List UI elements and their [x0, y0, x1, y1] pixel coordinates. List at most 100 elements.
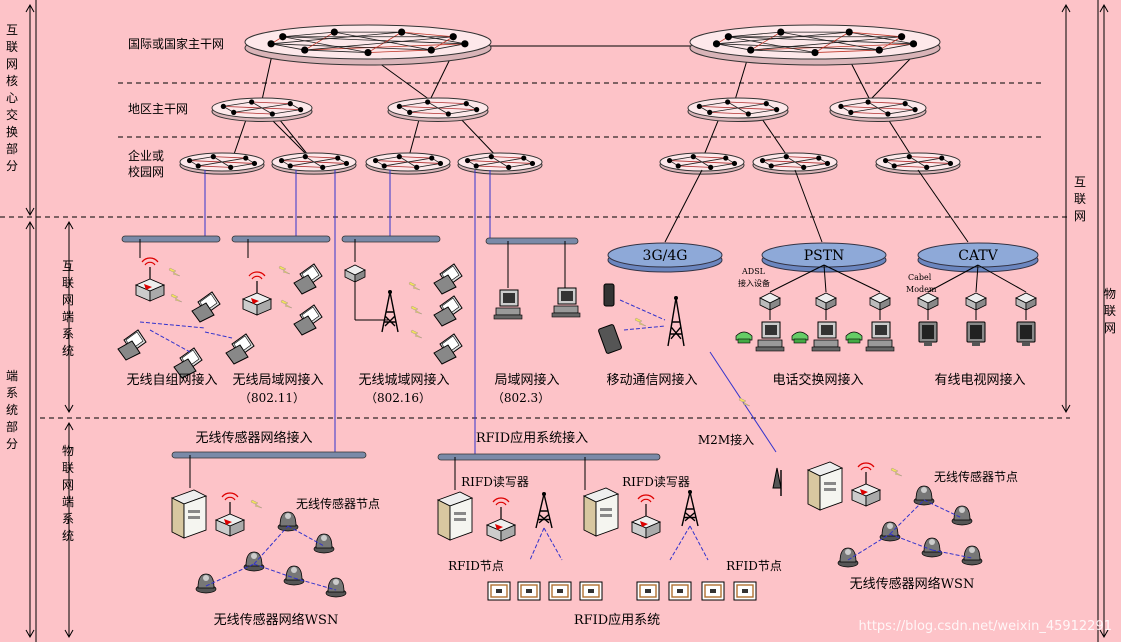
wireless-link — [889, 499, 925, 535]
wireless-link — [253, 525, 289, 565]
label-phone: 电话交换网接入 — [772, 372, 863, 388]
wireless-link — [149, 329, 191, 353]
rfid-tag-icon — [636, 581, 660, 601]
wireless-link — [847, 533, 891, 561]
label-sensor-node-right: 无线传感器节点 — [934, 469, 1018, 484]
telephone-icon — [845, 331, 863, 344]
label-modem-1: Cabel — [908, 273, 932, 282]
adsl-device-icon — [869, 292, 891, 311]
svg-text:统: 统 — [62, 529, 74, 543]
svg-text:互: 互 — [62, 259, 74, 273]
backbone-link — [274, 113, 313, 161]
wireless-link — [889, 533, 933, 551]
campus-ring-6 — [752, 152, 838, 175]
campus-ring-1 — [179, 152, 265, 175]
rfid-tag-icon — [579, 581, 603, 601]
wireless-router-m2m — [850, 462, 882, 507]
wireless-link — [619, 299, 666, 321]
arrow-internet-edge-span — [64, 220, 74, 414]
svg-text:3G/4G: 3G/4G — [643, 248, 688, 264]
label-sensor-node-left: 无线传感器节点 — [296, 496, 380, 511]
rfid-tag-icon — [701, 581, 725, 601]
svg-text:统: 统 — [62, 344, 74, 358]
cloud-pstn: PSTN — [761, 242, 887, 273]
backbone-link — [885, 115, 915, 161]
svg-text:心: 心 — [6, 91, 18, 105]
backbone-link — [869, 56, 913, 101]
svg-text:联: 联 — [6, 40, 18, 54]
label-rfid-node-right: RFID节点 — [726, 559, 782, 573]
arrow-iot-edge-span — [64, 421, 74, 639]
label-internet: 互联网 — [1074, 175, 1086, 223]
cloud-3g-4g: 3G/4G — [607, 242, 723, 273]
rfid-tag-icon — [487, 581, 511, 601]
cable-modem-icon — [917, 292, 939, 311]
campus-link-catv — [917, 169, 969, 243]
label-rfid-reader-2: RIFD读写器 — [622, 475, 690, 489]
wireless-link — [287, 525, 325, 547]
svg-text:网: 网 — [62, 293, 74, 307]
catv-link — [927, 264, 979, 293]
arrow-edge-span — [25, 220, 35, 639]
backbone-link — [734, 56, 749, 101]
telephone-icon — [791, 331, 809, 344]
label-regional: 地区主干网 — [128, 102, 188, 116]
label-wlan-std: （802.11） — [239, 391, 305, 405]
campus-ring-2 — [271, 152, 357, 175]
sensor-node-wsn-2 — [313, 533, 335, 554]
regional-ring-1 — [211, 97, 313, 122]
cloud-catv: CATV — [917, 242, 1039, 273]
svg-text:联: 联 — [1074, 192, 1086, 206]
wireless-link — [253, 563, 295, 579]
wireless-signal-adhoc — [168, 267, 181, 277]
wireless-link — [204, 331, 233, 339]
desktop-pc-lan-2 — [551, 287, 581, 318]
rfid-tag-icon — [548, 581, 572, 601]
backbone-link — [759, 115, 791, 161]
svg-text:CATV: CATV — [958, 248, 998, 264]
server-wsn — [170, 489, 208, 539]
label-lan: 局域网接入 — [494, 372, 559, 388]
svg-text:互: 互 — [1074, 175, 1086, 189]
wireless-signal-wlan — [280, 299, 293, 309]
label-rfid-system: RFID应用系统 — [574, 612, 660, 628]
svg-text:网: 网 — [1104, 321, 1116, 335]
laptop-adhoc-2 — [117, 329, 147, 361]
server-rfid-2 — [582, 487, 620, 537]
sensor-node-wsn-1 — [277, 511, 299, 532]
wireless-signal-wlan — [278, 265, 291, 275]
sensor-node-m2m-5 — [837, 547, 859, 568]
label-wlan: 无线局域网接入 — [232, 372, 323, 388]
antenna-tower-mobile — [667, 296, 685, 347]
svg-text:交: 交 — [6, 107, 18, 122]
campus-link-pstn — [794, 169, 823, 243]
arrow-core-span — [25, 3, 35, 217]
label-mobile: 移动通信网接入 — [606, 372, 697, 388]
cable-modem-icon — [965, 292, 987, 311]
rfid-tag-icon — [733, 581, 757, 601]
wireless-signal-mobile — [634, 317, 647, 327]
arrow-internet-span — [1061, 3, 1071, 414]
label-rfid-node-left: RFID节点 — [448, 559, 504, 573]
campus-ring-3 — [365, 152, 451, 175]
laptop-adhoc-1 — [191, 291, 221, 323]
svg-text:分: 分 — [6, 159, 18, 173]
svg-text:网: 网 — [1074, 209, 1086, 223]
watermark-text: https://blog.csdn.net/weixin_45912291 — [858, 619, 1112, 634]
wireless-signal-m2m — [890, 467, 903, 477]
wireless-link — [931, 549, 973, 559]
sensor-node-wsn-4 — [283, 565, 305, 586]
tv-monitor-icon — [918, 321, 938, 346]
desktop-pc-pstn — [811, 321, 841, 352]
label-wsn-right: 无线传感器网络WSN — [850, 576, 975, 592]
svg-text:互: 互 — [6, 23, 18, 37]
svg-text:核: 核 — [6, 74, 18, 88]
backbone-ring-international-2 — [689, 24, 941, 66]
label-m2m-access: M2M接入 — [698, 432, 754, 447]
svg-text:物: 物 — [62, 444, 74, 458]
backbone-link — [261, 54, 273, 101]
rfid-reader-1 — [485, 497, 517, 542]
cable-modem-icon — [1015, 292, 1037, 311]
